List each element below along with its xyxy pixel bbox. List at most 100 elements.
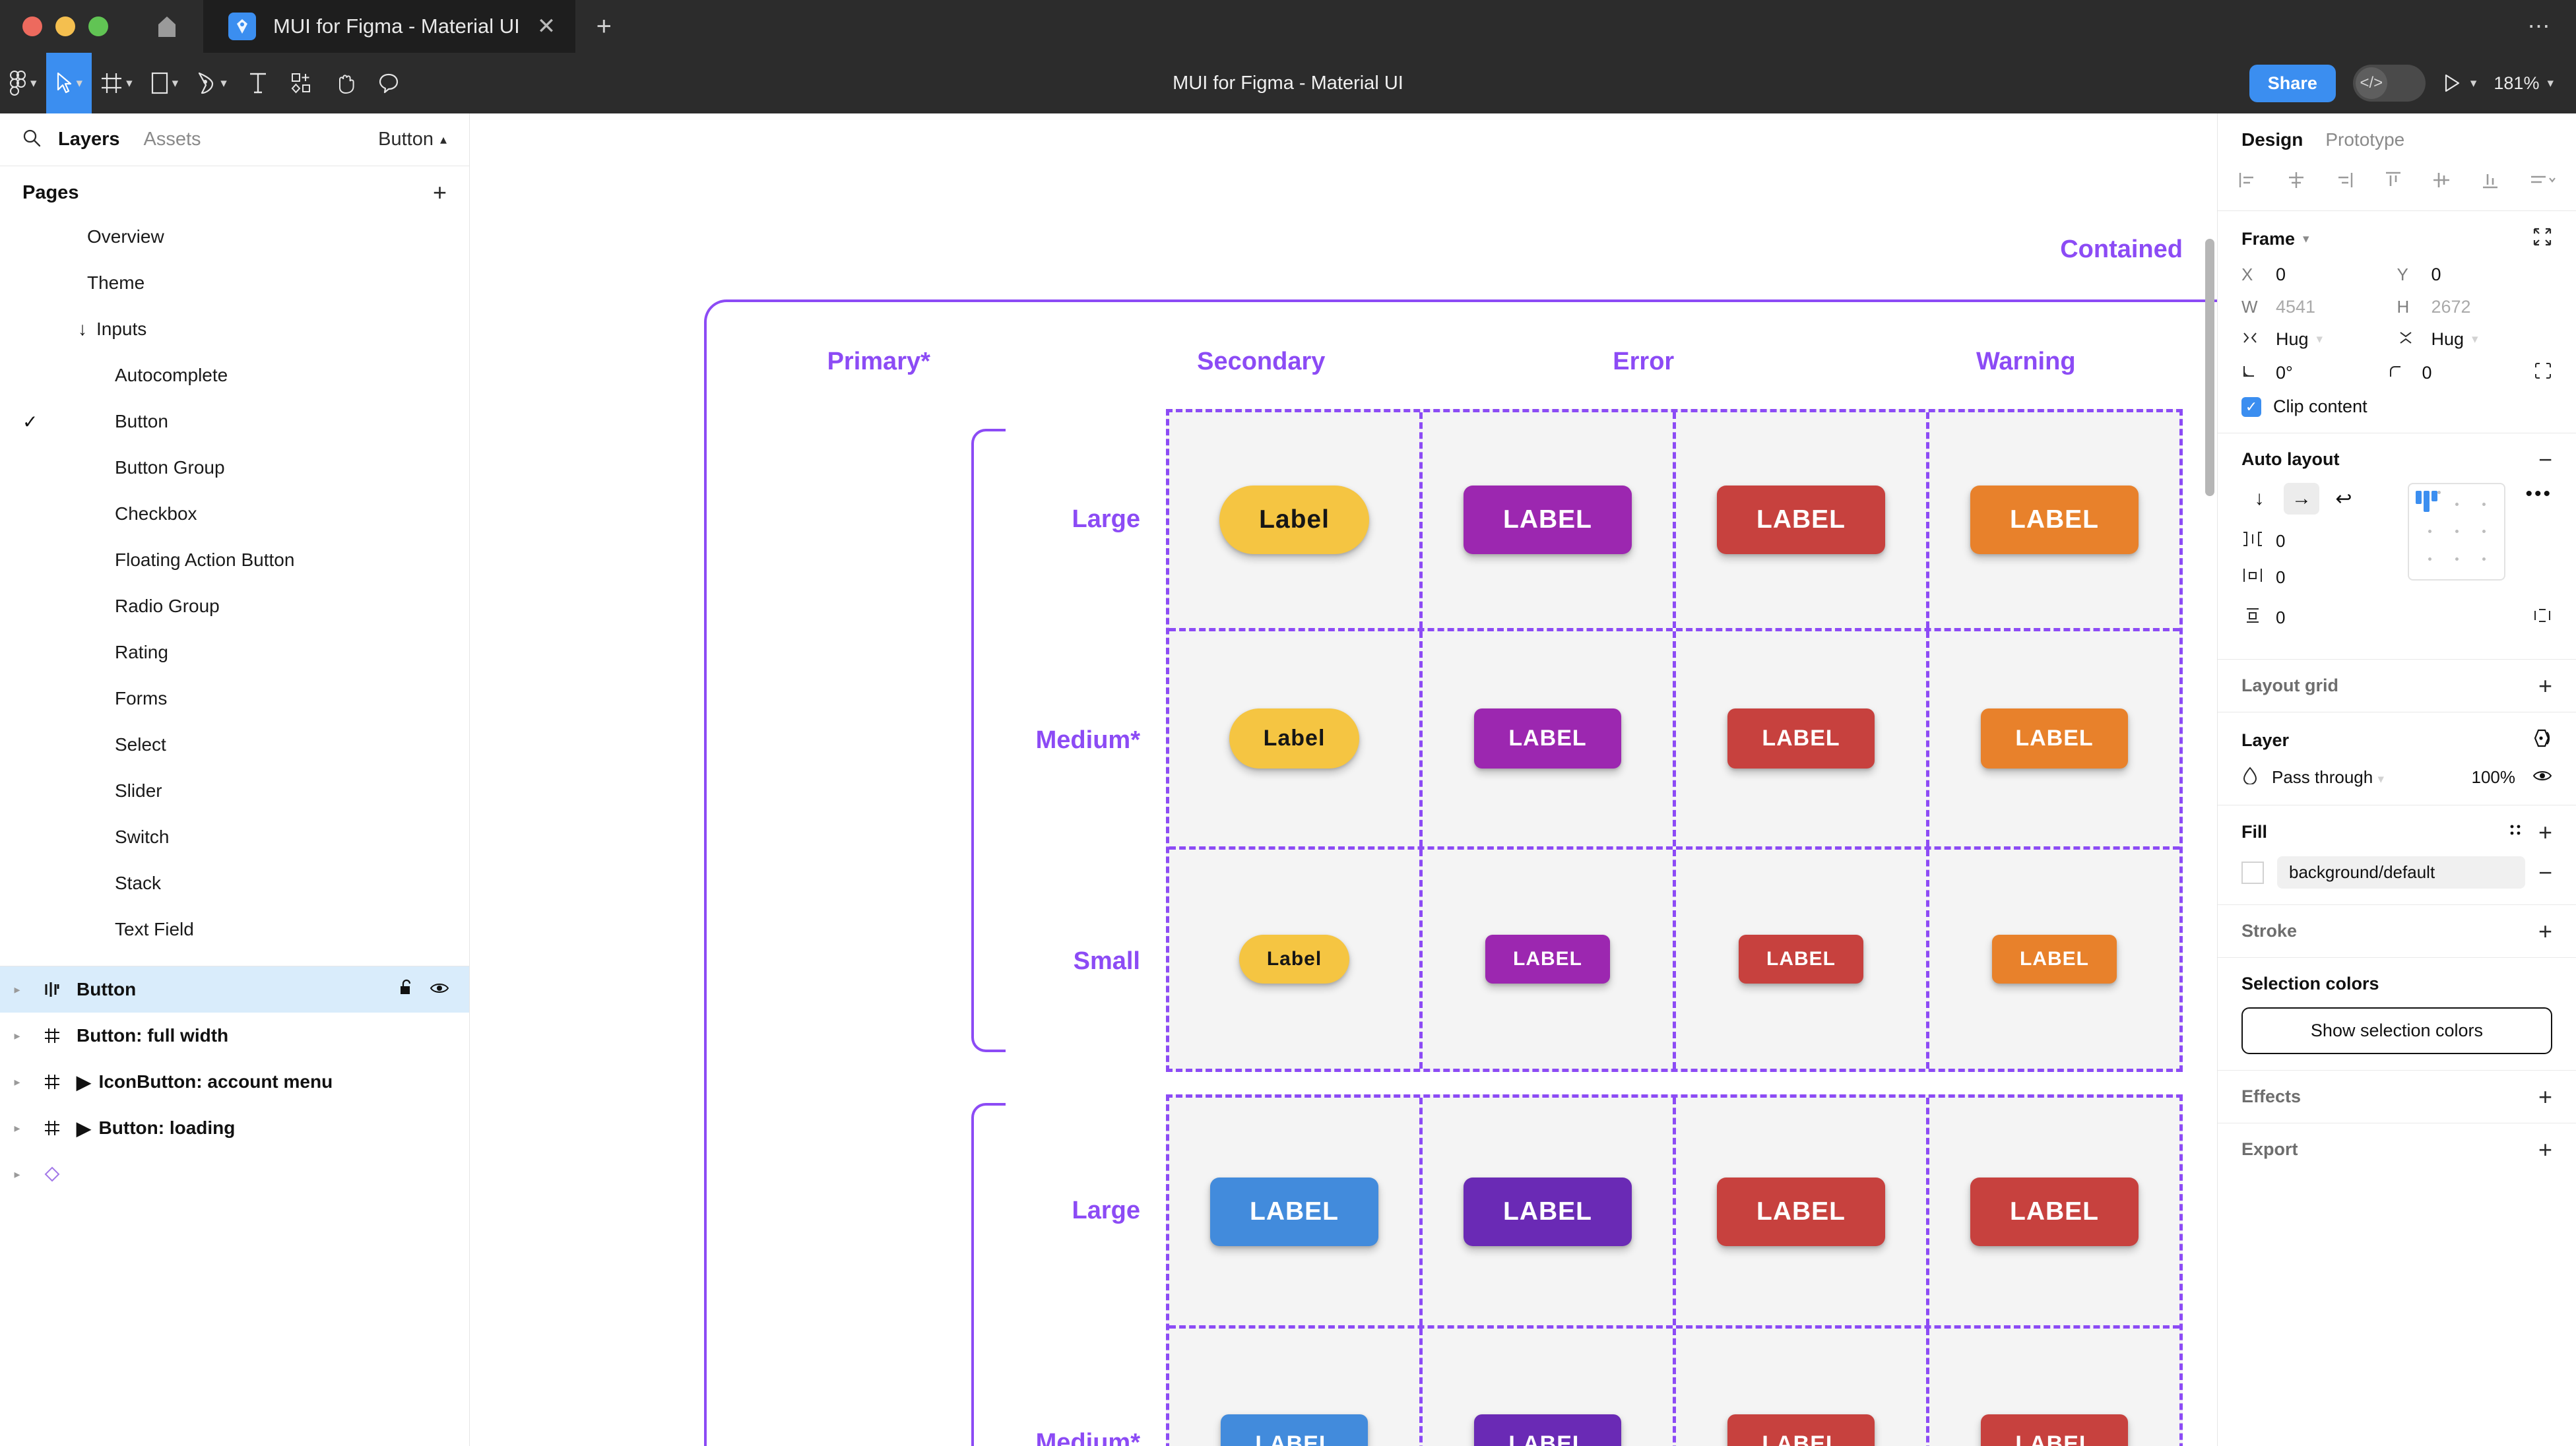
chevron-down-icon[interactable]: ▾ bbox=[220, 76, 227, 90]
page-item-switch[interactable]: Switch bbox=[0, 814, 469, 860]
tab-layers[interactable]: Layers bbox=[58, 129, 120, 150]
clip-auto-layout-icon[interactable] bbox=[2532, 607, 2552, 629]
comment-icon[interactable] bbox=[367, 53, 410, 113]
page-item-forms[interactable]: Forms bbox=[0, 676, 469, 722]
gap-value[interactable]: 0 bbox=[2276, 531, 2286, 551]
expand-caret-icon[interactable]: ▸ bbox=[14, 982, 20, 996]
rotation-value[interactable]: 0° bbox=[2276, 363, 2293, 383]
dev-mode-toggle[interactable]: </> bbox=[2352, 65, 2426, 102]
plus-icon[interactable]: + bbox=[432, 179, 447, 206]
chevron-down-icon[interactable]: ▾ bbox=[30, 76, 37, 90]
material-button[interactable]: LABEL bbox=[1210, 1177, 1378, 1246]
clip-content-checkbox[interactable]: ✓ bbox=[2241, 396, 2261, 417]
fill-styles-icon[interactable] bbox=[2507, 821, 2524, 843]
material-button[interactable]: LABEL bbox=[1474, 1414, 1621, 1446]
page-item-floating-action-button[interactable]: Floating Action Button bbox=[0, 537, 469, 583]
vertical-padding-value[interactable]: 0 bbox=[2276, 608, 2286, 627]
page-item-slider[interactable]: Slider bbox=[0, 768, 469, 814]
page-item-select[interactable]: Select bbox=[0, 722, 469, 768]
minimize-window-button[interactable] bbox=[55, 16, 75, 36]
home-icon[interactable] bbox=[131, 0, 203, 53]
fill-color-swatch[interactable] bbox=[2241, 861, 2264, 884]
move-cursor-icon[interactable]: ▾ bbox=[46, 53, 92, 113]
material-button[interactable]: LABEL bbox=[1992, 935, 2117, 984]
component-selector[interactable]: Button ▴ bbox=[378, 129, 447, 150]
close-window-button[interactable] bbox=[22, 16, 42, 36]
height-value[interactable]: 2672 bbox=[2431, 297, 2471, 317]
opacity-value[interactable]: 100% bbox=[2471, 767, 2516, 787]
pen-icon[interactable]: ▾ bbox=[187, 53, 236, 113]
page-item-radio-group[interactable]: Radio Group bbox=[0, 583, 469, 629]
layer-row[interactable]: ▸▶Button: loading bbox=[0, 1105, 469, 1151]
resources-icon[interactable] bbox=[280, 53, 323, 113]
page-item-checkbox[interactable]: Checkbox bbox=[0, 491, 469, 537]
page-item-text-field[interactable]: Text Field bbox=[0, 906, 469, 953]
material-button[interactable]: LABEL bbox=[1717, 1177, 1885, 1246]
tab-prototype[interactable]: Prototype bbox=[2325, 129, 2405, 150]
material-button[interactable]: LABEL bbox=[1464, 1177, 1632, 1246]
align-left-icon[interactable] bbox=[2238, 170, 2257, 195]
chevron-down-icon[interactable]: ▾ bbox=[2470, 76, 2477, 90]
shape-rectangle-icon[interactable]: ▾ bbox=[142, 53, 188, 113]
blend-mode-select[interactable]: Pass through ▾ bbox=[2272, 767, 2384, 787]
add-layout-grid-button[interactable]: + bbox=[2538, 672, 2552, 699]
material-button[interactable]: LABEL bbox=[1474, 708, 1621, 769]
width-value[interactable]: 4541 bbox=[2276, 297, 2316, 317]
horizontal-resizing-select[interactable]: Hug▾ bbox=[2276, 329, 2323, 349]
add-fill-button[interactable]: + bbox=[2538, 818, 2552, 846]
x-value[interactable]: 0 bbox=[2276, 265, 2286, 284]
distribute-menu-icon[interactable] bbox=[2528, 170, 2556, 195]
page-item-rating[interactable]: Rating bbox=[0, 629, 469, 676]
new-tab-button[interactable]: + bbox=[596, 12, 612, 41]
material-button[interactable]: Label bbox=[1229, 708, 1360, 769]
fill-style-token[interactable]: background/default bbox=[2277, 856, 2525, 889]
chevron-down-icon[interactable]: ▾ bbox=[172, 76, 179, 90]
material-button[interactable]: LABEL bbox=[1970, 1177, 2139, 1246]
chevron-down-icon[interactable]: ▾ bbox=[2303, 232, 2309, 246]
arrow-down-icon[interactable]: ↓ bbox=[2254, 487, 2265, 509]
arrow-right-icon[interactable]: → bbox=[2284, 483, 2319, 515]
material-button[interactable]: Label bbox=[1219, 486, 1369, 555]
layer-row[interactable]: ▸Button: full width bbox=[0, 1013, 469, 1059]
expand-caret-icon[interactable]: ▸ bbox=[14, 1167, 20, 1181]
material-button[interactable]: LABEL bbox=[1981, 708, 2128, 769]
overflow-menu-icon[interactable]: ⋯ bbox=[2527, 14, 2552, 39]
hand-icon[interactable] bbox=[323, 53, 367, 113]
page-item-overview[interactable]: Overview bbox=[0, 214, 469, 260]
align-top-icon[interactable] bbox=[2383, 170, 2403, 195]
browser-tab[interactable]: MUI for Figma - Material UI ✕ bbox=[203, 0, 576, 53]
eye-icon[interactable] bbox=[430, 979, 449, 1000]
align-right-icon[interactable] bbox=[2334, 170, 2354, 195]
material-button[interactable]: LABEL bbox=[1464, 486, 1632, 555]
layer-row[interactable]: ▸▶IconButton: account menu bbox=[0, 1059, 469, 1105]
unlock-icon[interactable] bbox=[398, 979, 415, 1001]
corner-radius-value[interactable]: 0 bbox=[2422, 363, 2432, 383]
figma-menu-icon[interactable]: ▾ bbox=[0, 53, 46, 113]
material-button[interactable]: LABEL bbox=[1970, 486, 2139, 555]
align-vertical-center-icon[interactable] bbox=[2431, 170, 2451, 195]
page-item-stack[interactable]: Stack bbox=[0, 860, 469, 906]
eye-icon[interactable] bbox=[2532, 767, 2552, 788]
alignment-grid[interactable] bbox=[2408, 483, 2506, 581]
material-button[interactable]: Label bbox=[1239, 935, 1350, 984]
expand-caret-icon[interactable]: ▸ bbox=[14, 1121, 20, 1135]
chevron-down-icon[interactable]: ▾ bbox=[76, 76, 83, 90]
add-export-button[interactable]: + bbox=[2538, 1135, 2552, 1163]
add-stroke-button[interactable]: + bbox=[2538, 917, 2552, 945]
expand-caret-icon[interactable]: ▸ bbox=[14, 1075, 20, 1088]
tab-design[interactable]: Design bbox=[2241, 129, 2303, 150]
page-item-button-group[interactable]: Button Group bbox=[0, 445, 469, 491]
auto-layout-more-options-icon[interactable]: ••• bbox=[2525, 483, 2552, 505]
layer-row[interactable]: ▸Button bbox=[0, 966, 469, 1013]
maximize-window-button[interactable] bbox=[88, 16, 108, 36]
layer-row[interactable]: ▸ bbox=[0, 1151, 469, 1197]
tab-assets[interactable]: Assets bbox=[143, 129, 201, 150]
align-bottom-icon[interactable] bbox=[2480, 170, 2500, 195]
layer-settings-icon[interactable] bbox=[2531, 728, 2552, 753]
close-icon[interactable]: ✕ bbox=[536, 14, 556, 39]
expand-caret-icon[interactable]: ▸ bbox=[14, 1028, 20, 1042]
material-button[interactable]: LABEL bbox=[1981, 1414, 2128, 1446]
add-effect-button[interactable]: + bbox=[2538, 1083, 2552, 1110]
share-button[interactable]: Share bbox=[2249, 64, 2336, 102]
